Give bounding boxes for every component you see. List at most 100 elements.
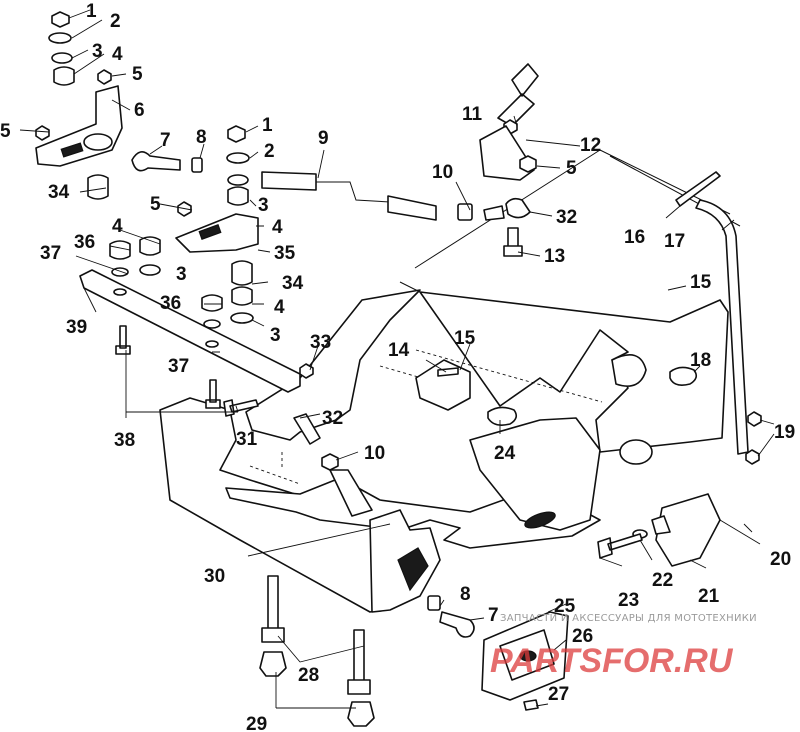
bushing-4a	[53, 66, 75, 86]
callout-32: 32	[322, 408, 343, 429]
ball-joint-7a	[131, 151, 181, 172]
spacer-34a	[87, 174, 109, 200]
mount-hole-26	[519, 650, 537, 662]
callout-7: 7	[160, 130, 171, 151]
bolt-28b	[347, 629, 371, 695]
callout-30: 30	[204, 566, 225, 587]
panel-hole	[619, 439, 653, 465]
callout-31: 31	[236, 429, 258, 450]
callout-3: 3	[92, 41, 103, 62]
spacer-34b	[231, 260, 253, 286]
washer-2b	[226, 152, 250, 164]
washer-3a	[51, 52, 73, 64]
shift-rod-end	[387, 195, 437, 221]
callout-34: 34	[282, 273, 304, 294]
nut-8b	[427, 595, 441, 611]
center-arm-slot	[198, 224, 222, 240]
ball-joint-32b	[505, 197, 531, 219]
frame-structure	[159, 63, 749, 613]
callout-33: 33	[310, 332, 331, 353]
shift-arm-6	[35, 85, 123, 167]
callout-20: 20	[770, 549, 791, 570]
nut-5b	[35, 125, 50, 141]
callout-14: 14	[388, 340, 410, 361]
shift-rod-9	[261, 171, 317, 191]
nut-8a	[191, 157, 203, 173]
bolt-28a	[261, 575, 285, 643]
callout-8: 8	[460, 584, 471, 605]
grommet-21	[651, 515, 671, 535]
bushing-4d	[139, 236, 161, 256]
shift-rail-39	[79, 269, 301, 393]
callout-39: 39	[66, 317, 87, 338]
rail-hole-a	[113, 288, 127, 296]
bolt-38a	[115, 325, 131, 355]
floor-slot	[524, 511, 556, 529]
callout-37: 37	[168, 356, 189, 377]
callout-17: 17	[664, 231, 685, 252]
nut-1a	[51, 11, 70, 28]
callout-5: 5	[566, 158, 577, 179]
callout-10: 10	[364, 443, 385, 464]
rail-hole-b	[205, 340, 219, 348]
bushing-36b	[201, 294, 223, 312]
callout-29: 29	[246, 714, 267, 732]
lower-bolts	[259, 575, 375, 727]
callout-2: 2	[110, 11, 121, 32]
callout-8: 8	[196, 127, 207, 148]
washer-3c	[230, 312, 254, 324]
callout-27: 27	[548, 684, 569, 705]
callout-1: 1	[86, 1, 97, 22]
callout-32: 32	[556, 207, 577, 228]
callout-5: 5	[0, 121, 11, 142]
callout-3: 3	[258, 195, 269, 216]
ball-joint-7b	[439, 611, 475, 638]
callout-24: 24	[494, 443, 516, 464]
rod-end-10	[329, 469, 373, 517]
callout-5: 5	[132, 64, 143, 85]
nut-5d	[519, 155, 537, 173]
bracket-21	[655, 493, 721, 567]
front-cross-slot	[397, 547, 429, 592]
center-floor-panel	[469, 417, 601, 531]
callout-36: 36	[160, 293, 181, 314]
callout-25: 25	[554, 596, 576, 617]
shift-linkage	[35, 11, 437, 517]
bushing-4c	[231, 286, 253, 306]
callout-1: 1	[262, 115, 273, 136]
steering-arm-12	[479, 125, 535, 181]
nut-29b	[347, 701, 375, 727]
callout-34: 34	[48, 182, 70, 203]
callout-35: 35	[274, 243, 296, 264]
nut-1b	[227, 125, 246, 143]
callout-36: 36	[74, 232, 95, 253]
grommet-24	[487, 406, 518, 426]
callout-13: 13	[544, 246, 565, 267]
callout-28: 28	[298, 665, 319, 686]
washer-36c	[203, 319, 221, 329]
nut-5a	[97, 69, 112, 85]
reference-lines	[249, 349, 603, 485]
arm-boss	[83, 133, 113, 151]
arm-slot	[60, 142, 84, 158]
frame-tube	[695, 199, 749, 455]
bracket-14	[415, 359, 471, 411]
callout-16: 16	[624, 227, 645, 248]
watermark: ЗАПЧАСТИ И АКСЕССУАРЫ ДЛЯ МОТОТЕХНИКИ PA…	[490, 613, 757, 680]
bolt-13	[503, 227, 523, 257]
watermark-logo: PARTSFOR.RU	[490, 642, 734, 680]
screw-27	[523, 699, 539, 711]
callout-37: 37	[40, 243, 61, 264]
callout-2: 2	[264, 141, 275, 162]
watermark-caption: ЗАПЧАСТИ И АКСЕССУАРЫ ДЛЯ МОТОТЕХНИКИ	[500, 613, 757, 624]
callout-7: 7	[488, 605, 499, 626]
steering-column	[497, 63, 539, 127]
callout-9: 9	[318, 128, 329, 149]
bushing-4b	[227, 186, 249, 206]
callout-6: 6	[134, 100, 145, 121]
grommet-18	[669, 366, 698, 386]
callout-4: 4	[272, 217, 283, 238]
nut-10a	[321, 453, 339, 471]
leader-lines	[19, 9, 775, 709]
